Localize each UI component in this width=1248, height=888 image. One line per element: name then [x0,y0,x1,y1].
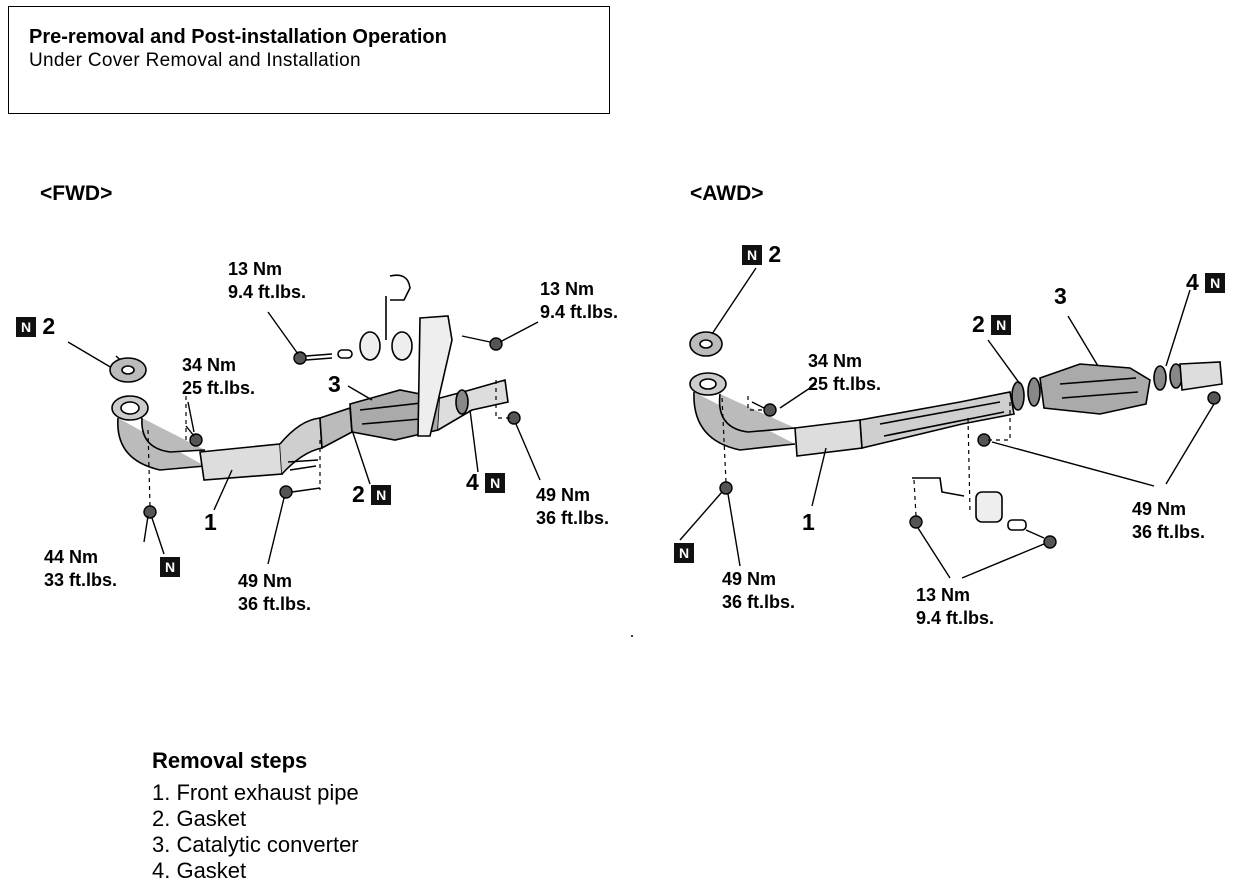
awd-torque-49-left-nm: 49 Nm [722,569,777,589]
awd-part-2-mid-number: 2 [972,311,985,337]
awd-torque-49-left-ft: 36 ft.lbs. [722,592,796,612]
awd-torque-13-nm: 13 Nm [916,585,971,605]
awd-drawing [679,267,1223,579]
fwd-part-2-mid: 2 N [352,481,392,507]
awd-torque-49-right-nm: 49 Nm [1132,499,1187,519]
new-part-badge: N [742,245,762,265]
fwd-torque-49-right: 49 Nm 36 ft.lbs. [536,484,609,530]
new-part-badge: N [991,315,1012,335]
awd-part-4-number: 4 [1186,269,1199,295]
header-subtitle: Under Cover Removal and Installation [29,50,361,71]
awd-torque-34: 34 Nm 25 ft.lbs. [808,350,881,396]
fwd-torque-44: 44 Nm 33 ft.lbs. [44,546,117,592]
awd-torque-49-right: 49 Nm 36 ft.lbs. [1132,498,1205,544]
new-part-badge: N [485,473,506,493]
fwd-nut-badge: N [160,554,180,578]
fwd-torque-49-left: 49 Nm 36 ft.lbs. [238,570,311,616]
fwd-part-3: 3 [328,371,341,397]
fwd-part-2-top: N 2 [16,314,55,338]
awd-part-4: 4 N [1186,269,1226,295]
fwd-torque-44-nm: 44 Nm [44,547,99,567]
removal-steps-title: Removal steps [152,748,308,773]
fwd-drawing [67,274,541,565]
fwd-torque-49-left-nm: 49 Nm [238,571,293,591]
awd-nut-badge: N [674,540,694,564]
awd-part-2-top: N 2 [742,242,781,266]
new-part-badge: N [16,317,36,337]
awd-front-pipe [794,419,863,457]
awd-torque-34-nm: 34 Nm [808,351,863,371]
removal-step: 1. Front exhaust pipe [152,780,359,805]
awd-part-2-top-number: 2 [768,241,782,267]
awd-part-2-mid: 2 N [972,311,1012,337]
removal-steps: Removal steps 1. Front exhaust pipe 2. G… [152,748,452,886]
fwd-part-4: 4 N [466,469,506,495]
fwd-torque-13-left-ft: 9.4 ft.lbs. [228,282,307,302]
awd-torque-49-left: 49 Nm 36 ft.lbs. [722,568,795,614]
fwd-torque-49-right-ft: 36 ft.lbs. [536,508,610,528]
fwd-label: <FWD> [40,182,113,205]
awd-torque-34-ft: 25 ft.lbs. [808,374,882,394]
fwd-torque-13-right-ft: 9.4 ft.lbs. [540,302,619,322]
removal-step: 3. Catalytic converter [152,832,359,857]
removal-step: 2. Gasket [152,806,247,831]
fwd-torque-44-ft: 33 ft.lbs. [44,570,118,590]
new-part-badge: N [1205,273,1226,293]
awd-part-3: 3 [1054,283,1067,309]
fwd-torque-13-left-nm: 13 Nm [228,259,283,279]
awd-catalytic-converter [1039,363,1151,415]
awd-label: <AWD> [690,182,764,205]
awd-torque-13-ft: 9.4 ft.lbs. [916,608,995,628]
awd-torque-13: 13 Nm 9.4 ft.lbs. [916,584,994,630]
fwd-torque-13-left: 13 Nm 9.4 ft.lbs. [228,258,306,304]
header-title: Pre-removal and Post-installation Operat… [29,26,447,48]
fwd-front-pipe [199,443,283,481]
fwd-part-2-top-number: 2 [42,313,56,339]
fwd-torque-34-ft: 25 ft.lbs. [182,378,256,398]
fwd-part-1: 1 [204,509,217,535]
removal-step: 4. Gasket [152,858,247,883]
fwd-pipe-bend [117,417,206,471]
fwd-torque-13-right-nm: 13 Nm [540,279,595,299]
fwd-torque-34-nm: 34 Nm [182,355,237,375]
new-part-badge: N [371,485,392,505]
fwd-part-2-mid-number: 2 [352,481,365,507]
new-part-badge: N [160,557,180,577]
awd-part-1: 1 [802,509,815,535]
fwd-torque-34: 34 Nm 25 ft.lbs. [182,354,255,400]
fwd-part-4-number: 4 [466,469,479,495]
fwd-torque-13-right: 13 Nm 9.4 ft.lbs. [540,278,618,324]
awd-torque-49-right-ft: 36 ft.lbs. [1132,522,1206,542]
fwd-torque-49-right-nm: 49 Nm [536,485,591,505]
header-box: Pre-removal and Post-installation Operat… [8,6,610,114]
removal-steps-list: 1. Front exhaust pipe 2. Gasket 3. Catal… [152,780,452,884]
fwd-torque-49-left-ft: 36 ft.lbs. [238,594,312,614]
fwd-bolts [143,335,521,519]
new-part-badge: N [674,543,694,563]
